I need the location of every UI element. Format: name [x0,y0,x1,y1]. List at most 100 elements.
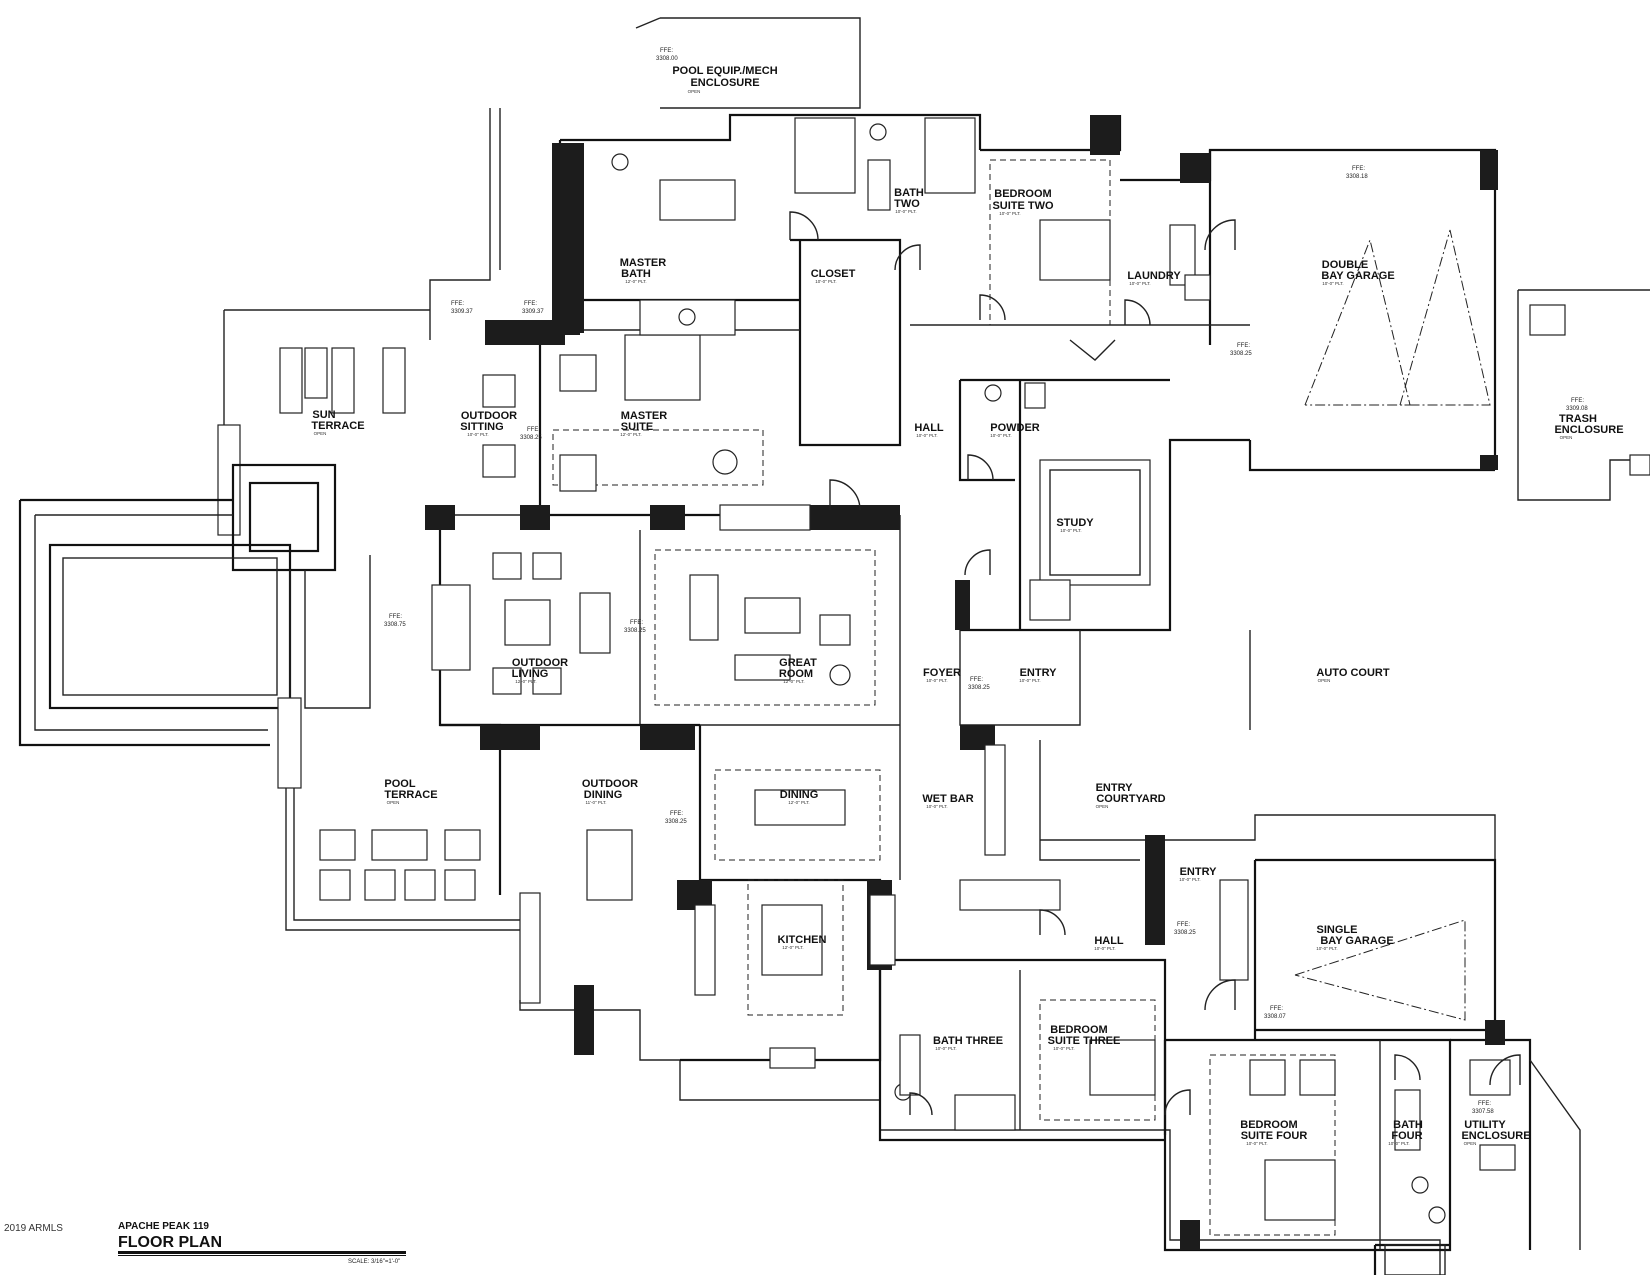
svg-text:BEDROOM: BEDROOM [1050,1024,1107,1036]
outdoor-dining-column [519,892,541,1004]
svg-text:TERRACE: TERRACE [311,420,364,432]
drawing-title: FLOOR PLAN [118,1234,222,1251]
ffe-note: FFE:3308.25 [624,620,646,634]
armchair [819,614,851,646]
equipment-unit [1479,1144,1516,1171]
svg-text:3308.18: 3308.18 [1346,174,1368,180]
south-stair [1384,1244,1446,1275]
bathtub [659,179,736,221]
door-swing [829,479,861,511]
svg-text:3308.25: 3308.25 [665,819,687,825]
stone-wall-block [1145,835,1165,945]
svg-text:10'-0" PLT.: 10'-0" PLT. [1179,877,1200,882]
south-perimeter-line [519,1000,1441,1275]
svg-text:TWO: TWO [894,198,920,210]
chair [364,869,396,901]
svg-text:POOL: POOL [384,778,415,790]
lounge-chair [482,444,516,478]
svg-text:MASTER: MASTER [621,410,668,422]
svg-text:10'-0" PLT.: 10'-0" PLT. [916,433,937,438]
stone-wall-block [1480,150,1498,190]
ffe-note: FFE:3309.08 [1566,398,1588,412]
svg-text:KITCHEN: KITCHEN [778,934,827,946]
stone-wall-block [1480,455,1498,470]
single-garage-north [1255,858,1497,1030]
toilet [869,123,887,141]
pool-coping [34,515,268,731]
ffe-note: FFE:3308.00 [656,48,678,62]
svg-text:12'-0" PLT.: 12'-0" PLT. [782,945,803,950]
svg-text:ENCLOSURE: ENCLOSURE [1461,1130,1530,1142]
study-desk-top [1049,469,1141,576]
stone-wall-block [1485,1020,1505,1045]
table [371,829,428,861]
chair [404,869,436,901]
side-table-round [829,664,851,686]
svg-text:10'-0" PLT.: 10'-0" PLT. [1388,1141,1409,1146]
vanity [899,1034,921,1096]
trash-bin [1529,304,1566,336]
svg-text:12'-0" PLT.: 12'-0" PLT. [620,432,641,437]
svg-text:DINING: DINING [584,789,623,801]
garage-north-wall [1120,148,1497,470]
range [769,1047,816,1069]
svg-text:OPEN: OPEN [1464,1141,1477,1146]
stone-wall-block [480,725,540,750]
project-name: APACHE PEAK 119 [118,1221,209,1232]
svg-text:10'-0" PLT.: 10'-0" PLT. [1316,946,1337,951]
spa-outer [231,463,337,572]
svg-text:OPEN: OPEN [314,431,327,436]
svg-text:OPEN: OPEN [1318,678,1331,683]
svg-text:DINING: DINING [780,789,819,801]
title-underline-thin [118,1255,406,1256]
kitchen-rug [747,879,844,1016]
door-swing [1039,909,1066,936]
svg-text:10'-0" PLT.: 10'-0" PLT. [999,211,1020,216]
svg-text:10'-0" PLT.: 10'-0" PLT. [1053,1046,1074,1051]
wet-bar-east-line [1039,740,1140,861]
svg-text:3309.37: 3309.37 [451,309,473,315]
sofa [734,654,791,681]
svg-text:3308.25: 3308.25 [1230,351,1252,357]
svg-text:FFE:: FFE: [670,811,683,817]
dining-table [754,789,846,826]
sink [1411,1176,1429,1194]
chair [444,869,476,901]
svg-text:BEDROOM: BEDROOM [994,188,1051,200]
svg-text:3308.75: 3308.75 [384,622,406,628]
svg-text:ENTRY: ENTRY [1096,782,1134,794]
svg-text:SINGLE: SINGLE [1317,924,1358,936]
ffe-note: FFE:3308.07 [1264,1006,1286,1020]
svg-text:OPEN: OPEN [1560,435,1573,440]
bed [624,334,701,401]
svg-text:SUITE TWO: SUITE TWO [992,200,1054,212]
svg-text:FFE:: FFE: [970,677,983,683]
svg-text:FFE:: FFE: [524,301,537,307]
pool-east-ledge [304,555,371,709]
door-swing [1164,1089,1191,1116]
armchair [532,667,562,695]
north-wall [560,113,982,150]
door-swing [1204,979,1236,1011]
bedroom-four-rug [1209,1054,1336,1236]
bed [1264,1159,1336,1221]
svg-text:FFE:: FFE: [660,48,673,54]
door-swing [1204,219,1236,251]
toilet [1024,382,1046,409]
svg-text:UTILITY: UTILITY [1464,1119,1506,1131]
chair [444,829,481,861]
svg-text:FOUR: FOUR [1391,1130,1422,1142]
svg-text:HALL: HALL [1094,935,1124,947]
stone-wall-block [955,580,970,630]
